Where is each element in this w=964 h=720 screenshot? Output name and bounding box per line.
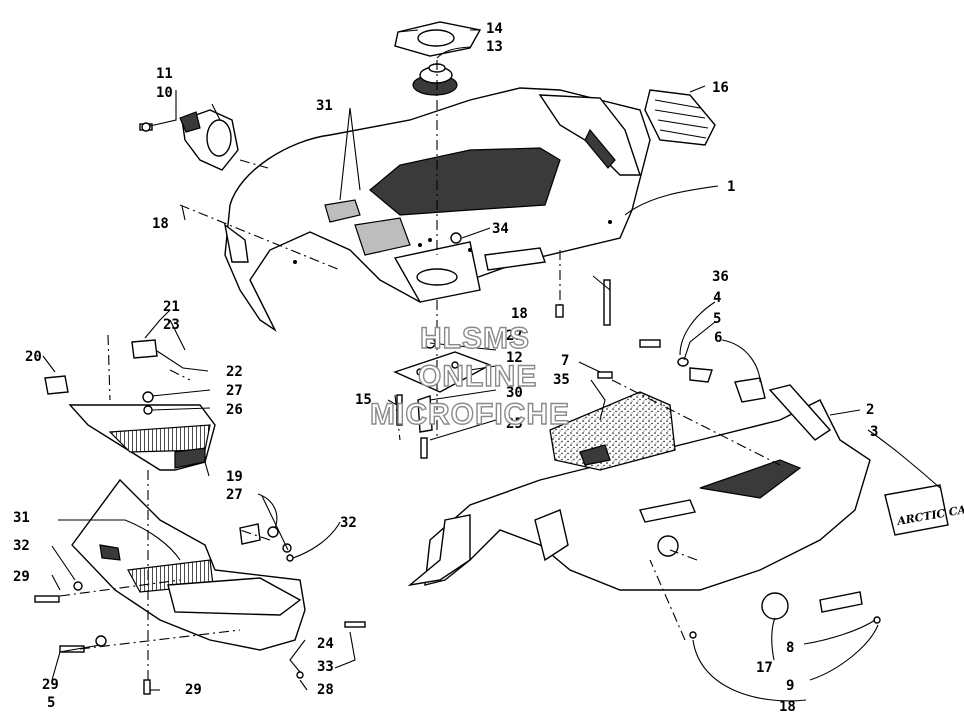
callout-11: 11	[156, 66, 173, 82]
callout-32-a: 32	[13, 538, 30, 554]
callout-labels: 1 2 3 4 5 6 7 8 9 10 11 12 13 14 15 16 1…	[13, 21, 878, 715]
callout-28: 28	[317, 682, 334, 698]
callout-5-b: 5	[47, 695, 55, 711]
callout-1: 1	[727, 179, 735, 195]
callout-31-b: 31	[13, 510, 30, 526]
callout-30: 30	[506, 385, 523, 401]
callout-24: 24	[317, 636, 334, 652]
callout-34: 34	[492, 221, 509, 237]
callout-18-c: 18	[779, 699, 796, 715]
callout-14: 14	[486, 21, 503, 37]
left-side-panel-part	[34, 478, 366, 695]
center-lines	[59, 60, 781, 680]
callout-29-c: 29	[185, 682, 202, 698]
callout-2: 2	[866, 402, 874, 418]
callout-7: 7	[561, 353, 569, 369]
callout-29-a: 29	[13, 569, 30, 585]
callout-21: 21	[163, 299, 180, 315]
left-footrest-part	[44, 339, 216, 471]
belly-pan-part: ARCTIC CAT	[407, 339, 964, 639]
callout-13: 13	[486, 39, 503, 55]
callout-8: 8	[786, 640, 794, 656]
callout-25: 25	[506, 416, 523, 432]
watermark: HLSMS ONLINE MICROFICHE	[369, 321, 570, 431]
leader-lines	[42, 29, 941, 702]
callout-27-c: 27	[226, 487, 243, 503]
callout-19: 19	[226, 469, 243, 485]
callout-27-b: 27	[226, 383, 243, 399]
watermark-line-2: ONLINE	[418, 360, 537, 393]
callout-27-a: 27	[506, 328, 523, 344]
vent-grille-part	[644, 89, 716, 146]
callout-31-a: 31	[316, 98, 333, 114]
cable-boot-part	[139, 109, 239, 171]
callout-6: 6	[714, 330, 722, 346]
callout-9: 9	[786, 678, 794, 694]
callout-35: 35	[553, 372, 570, 388]
callout-3: 3	[870, 424, 878, 440]
callout-26: 26	[226, 402, 243, 418]
callout-20: 20	[25, 349, 42, 365]
mounting-plate-part	[393, 232, 611, 459]
callout-4: 4	[713, 290, 721, 306]
callout-18-a: 18	[152, 216, 169, 232]
callout-10: 10	[156, 85, 173, 101]
callout-36: 36	[712, 269, 729, 285]
callout-22: 22	[226, 364, 243, 380]
callout-32-b: 32	[340, 515, 357, 531]
callout-17: 17	[756, 660, 773, 676]
callout-33: 33	[317, 659, 334, 675]
callout-5: 5	[713, 311, 721, 327]
callout-16: 16	[712, 80, 729, 96]
callout-15: 15	[355, 392, 372, 408]
callout-12: 12	[506, 350, 523, 366]
watermark-line-1: HLSMS	[420, 322, 530, 355]
callout-29-b: 29	[42, 677, 59, 693]
watermark-line-3: MICROFICHE	[370, 398, 570, 431]
callout-18-b: 18	[511, 306, 528, 322]
callout-23: 23	[163, 317, 180, 333]
